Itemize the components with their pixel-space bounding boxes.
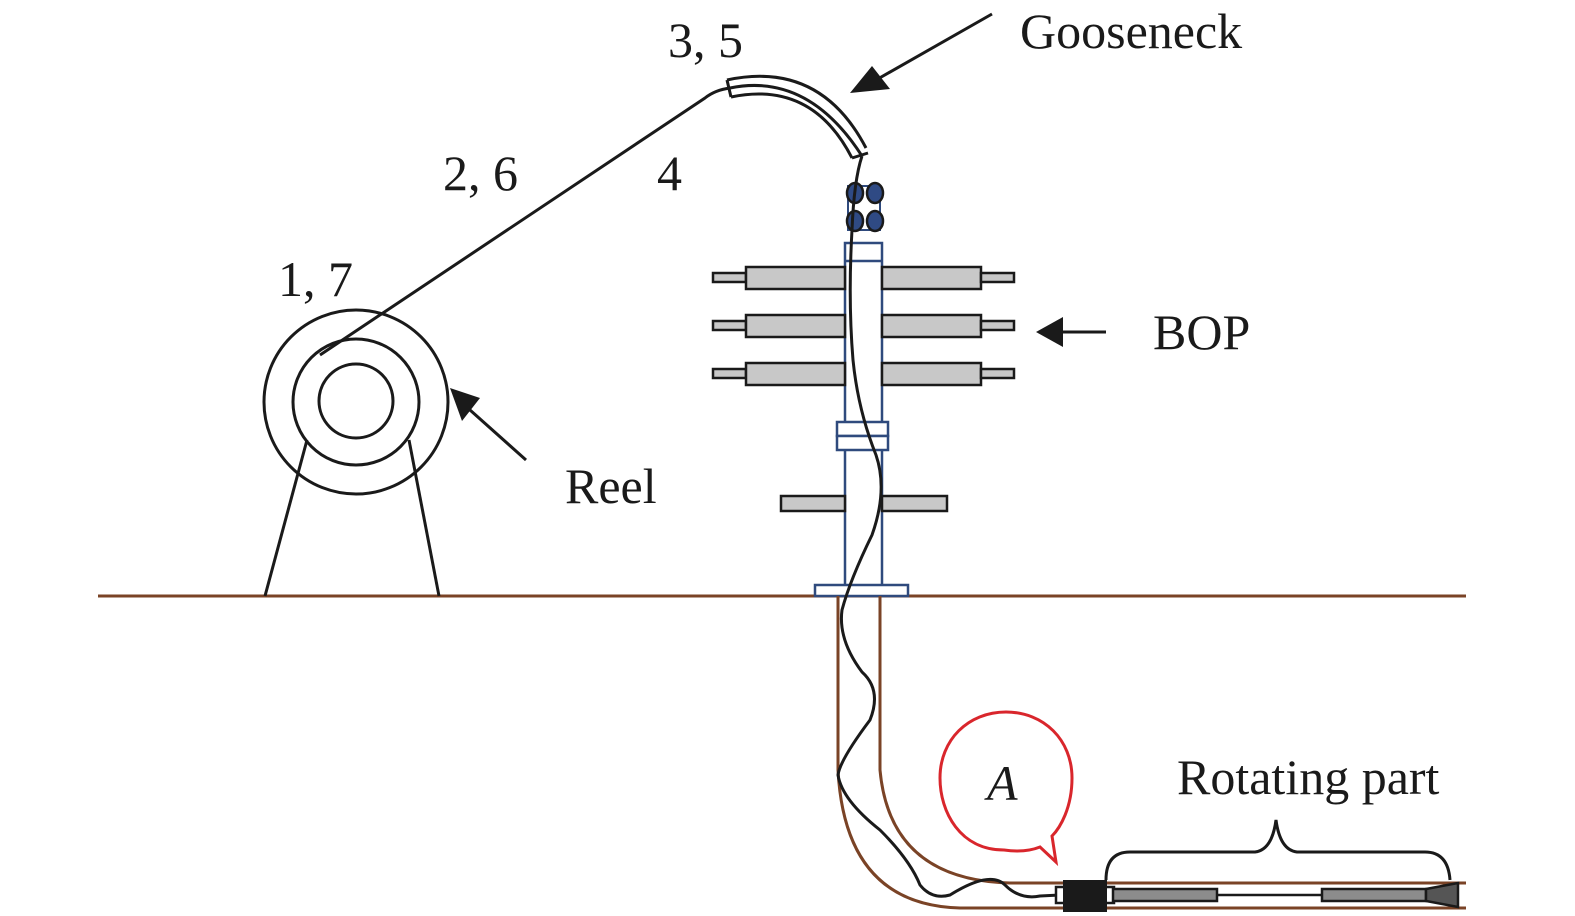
label-point-a: A xyxy=(984,755,1018,811)
bop-arrow xyxy=(1036,317,1106,347)
label-gooseneck: Gooseneck xyxy=(1020,3,1242,59)
label-rotating-part: Rotating part xyxy=(1177,749,1440,805)
bop-ram-1 xyxy=(711,265,1016,291)
wellhead-flange xyxy=(813,583,910,598)
reel xyxy=(262,308,450,597)
callout-a-bubble xyxy=(938,710,1074,867)
label-stage-3-5: 3, 5 xyxy=(668,12,743,68)
roller-bottom-left xyxy=(845,209,865,233)
tool-section-1 xyxy=(1111,887,1219,903)
tool-motor-head xyxy=(1063,880,1107,912)
gooseneck-arrow xyxy=(850,12,993,93)
gooseneck-end-left xyxy=(725,79,733,98)
bop-spool xyxy=(779,494,949,513)
reel-outer-circle xyxy=(262,308,450,496)
gooseneck-inner-arc xyxy=(730,92,854,159)
label-stage-2-6: 2, 6 xyxy=(443,145,518,201)
gooseneck-outer-arc xyxy=(726,74,868,149)
label-stage-1-7: 1, 7 xyxy=(278,251,353,307)
bop-ram-3 xyxy=(711,361,1016,387)
bop-connector xyxy=(835,420,890,452)
roller-bottom-right xyxy=(865,209,885,233)
tubing-through-gooseneck xyxy=(729,83,864,157)
tool-bit xyxy=(1424,881,1460,909)
gooseneck xyxy=(725,74,869,160)
bop-stack xyxy=(711,241,1016,598)
rotating-part-brace xyxy=(1104,819,1452,881)
label-reel: Reel xyxy=(565,458,657,514)
label-bop: BOP xyxy=(1153,304,1250,360)
tool-section-2 xyxy=(1320,887,1428,903)
reel-arrow xyxy=(450,388,527,462)
coiled-tubing-downhole xyxy=(836,155,1061,899)
coiled-tubing-upper xyxy=(319,86,731,357)
bop-ram-2 xyxy=(711,313,1016,339)
wellbore-inner-wall xyxy=(878,596,1466,885)
downhole-tool xyxy=(1054,880,1460,912)
reel-leg-left xyxy=(263,439,309,597)
reel-inner-circle xyxy=(317,362,395,440)
reel-leg-right xyxy=(407,439,441,597)
roller-top-right xyxy=(865,181,885,205)
label-stage-4: 4 xyxy=(657,145,682,201)
reel-middle-circle xyxy=(291,337,421,467)
wellbore-outer-wall xyxy=(836,596,1466,910)
wellbore xyxy=(836,596,1466,910)
